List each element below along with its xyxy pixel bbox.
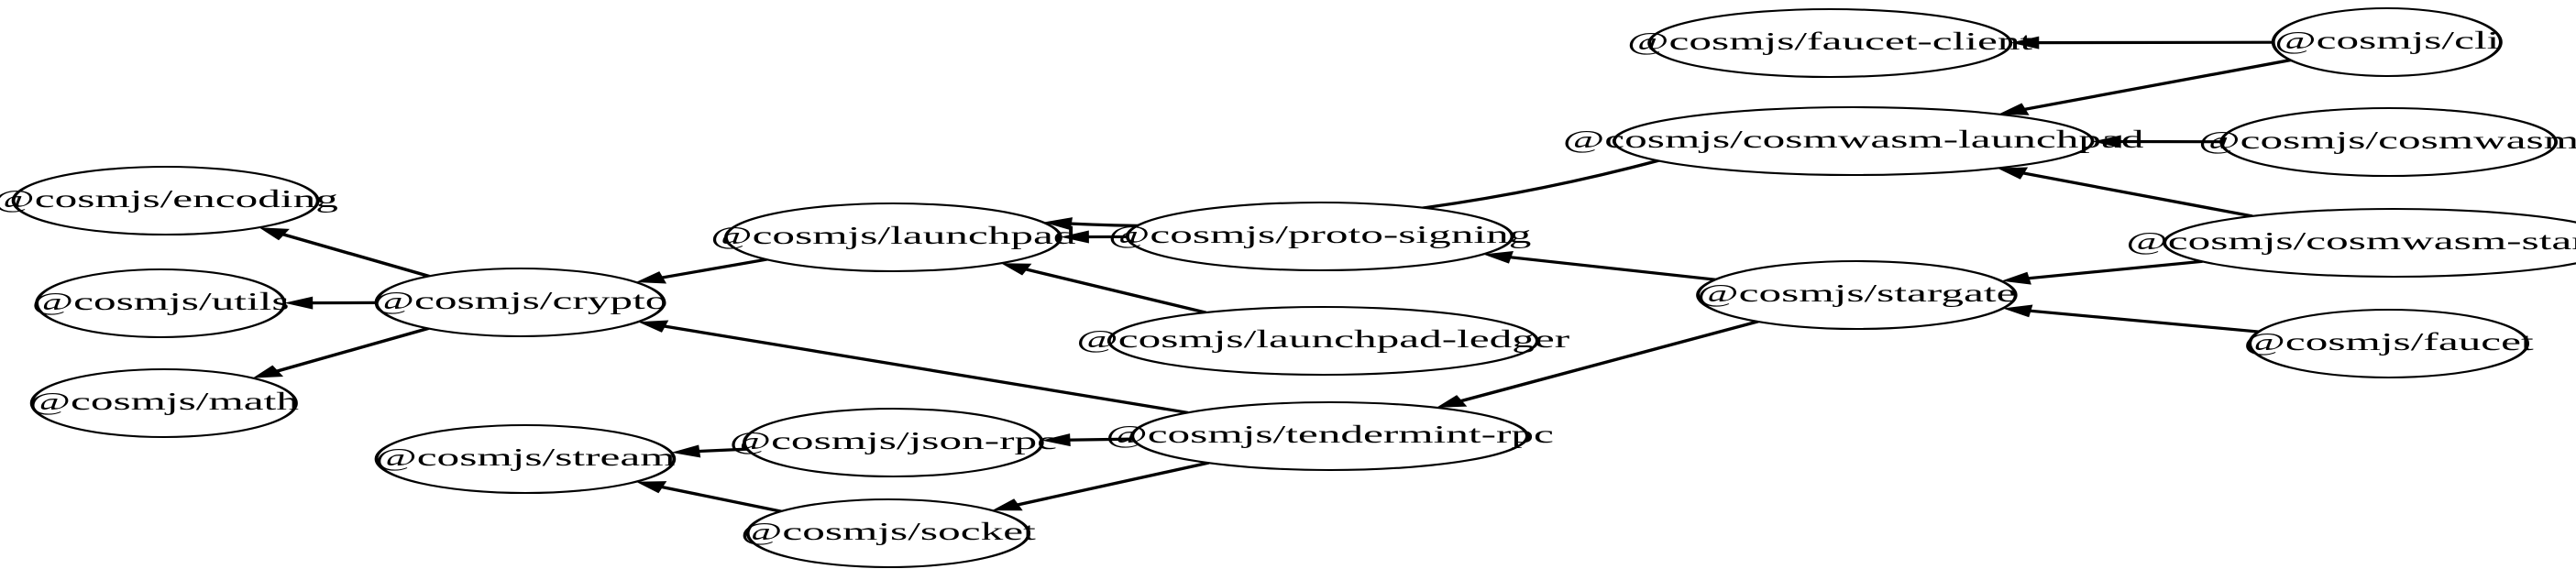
- graph-node-socket[interactable]: @cosmjs/socket: [741, 498, 1036, 569]
- node-label-stargate: @cosmjs/stargate: [1697, 279, 2016, 307]
- edge-tendermint-rpc-to-json-rpc: [1041, 433, 1134, 447]
- edge-launchpad-ledger-to-launchpad: [1000, 263, 1207, 314]
- edge-stargate-to-tendermint-rpc: [1436, 320, 1759, 408]
- node-label-socket: @cosmjs/socket: [741, 518, 1036, 545]
- node-ellipse-launchpad[interactable]: [723, 202, 1062, 273]
- edge-cosmwasm-to-cosmwasm-launchpad: [2092, 135, 2222, 148]
- graph-node-tendermint-rpc[interactable]: @cosmjs/tendermint-rpc: [1106, 400, 1554, 472]
- node-ellipse-stargate[interactable]: [1696, 259, 2018, 331]
- edge-tendermint-rpc-to-socket: [992, 461, 1210, 511]
- node-ellipse-cosmwasm[interactable]: [2219, 106, 2559, 178]
- node-label-faucet: @cosmjs/faucet: [2244, 328, 2534, 356]
- node-ellipse-math[interactable]: [29, 367, 298, 439]
- graph-node-cosmwasm-stargate[interactable]: @cosmjs/cosmwasm-stargate: [2126, 207, 2576, 279]
- edge-stargate-to-proto-signing: [1483, 250, 1716, 281]
- graph-node-launchpad-ledger[interactable]: @cosmjs/launchpad-ledger: [1076, 305, 1569, 377]
- edge-json-rpc-to-stream: [671, 444, 748, 458]
- node-ellipse-tendermint-rpc[interactable]: [1130, 400, 1529, 472]
- edge-crypto-to-encoding: [259, 227, 431, 278]
- node-ellipse-stream[interactable]: [374, 423, 677, 495]
- graph-node-proto-signing[interactable]: @cosmjs/proto-signing: [1108, 201, 1531, 272]
- edge-proto-signing-to-launchpad: [1060, 230, 1128, 244]
- graph-node-cli[interactable]: @cosmjs/cli: [2271, 6, 2503, 78]
- graph-node-faucet[interactable]: @cosmjs/faucet: [2244, 308, 2534, 379]
- edge-crypto-to-utils: [284, 296, 377, 310]
- node-ellipse-faucet-client[interactable]: [1647, 7, 2013, 79]
- graph-node-json-rpc[interactable]: @cosmjs/json-rpc: [730, 407, 1057, 478]
- node-ellipse-utils[interactable]: [35, 268, 287, 339]
- node-ellipse-crypto[interactable]: [374, 267, 666, 338]
- node-label-cosmwasm-stargate: @cosmjs/cosmwasm-stargate: [2126, 227, 2576, 255]
- edge-crypto-to-math: [252, 327, 430, 378]
- node-label-json-rpc: @cosmjs/json-rpc: [730, 427, 1057, 454]
- edge-faucet-to-stargate: [2002, 304, 2260, 334]
- graph-node-encoding[interactable]: @cosmjs/encoding: [0, 165, 338, 236]
- node-label-cli: @cosmjs/cli: [2274, 27, 2499, 54]
- edge-launchpad-to-crypto: [635, 257, 767, 284]
- graph-node-utils[interactable]: @cosmjs/utils: [32, 268, 290, 339]
- graph-node-math[interactable]: @cosmjs/math: [29, 367, 300, 439]
- node-label-math: @cosmjs/math: [29, 388, 300, 415]
- graph-node-stargate[interactable]: @cosmjs/stargate: [1696, 259, 2018, 331]
- graph-node-crypto[interactable]: @cosmjs/crypto: [373, 267, 668, 338]
- node-ellipse-faucet[interactable]: [2248, 308, 2530, 379]
- edge-cosmwasm-stargate-to-cosmwasm-launchpad: [1997, 167, 2253, 218]
- graph-node-cosmwasm-launchpad[interactable]: @cosmjs/cosmwasm-launchpad: [1563, 105, 2144, 177]
- node-label-launchpad: @cosmjs/launchpad: [710, 222, 1075, 249]
- graph-node-stream[interactable]: @cosmjs/stream: [374, 423, 677, 495]
- nodes-layer: @cosmjs/encoding @cosmjs/utils @cosmjs/mat…: [0, 6, 2576, 569]
- node-label-faucet-client: @cosmjs/faucet-client: [1627, 27, 2032, 55]
- node-ellipse-proto-signing[interactable]: [1125, 201, 1514, 272]
- node-ellipse-encoding[interactable]: [11, 165, 320, 236]
- node-label-crypto: @cosmjs/crypto: [373, 287, 668, 314]
- node-label-encoding: @cosmjs/encoding: [0, 185, 338, 213]
- node-ellipse-launchpad-ledger[interactable]: [1106, 305, 1539, 377]
- node-ellipse-cli[interactable]: [2271, 6, 2503, 78]
- edge-cli-to-cosmwasm-launchpad: [1998, 59, 2292, 115]
- node-label-stream: @cosmjs/stream: [375, 443, 675, 471]
- node-label-utils: @cosmjs/utils: [32, 288, 290, 315]
- edge-socket-to-stream: [635, 481, 782, 513]
- node-label-cosmwasm-launchpad: @cosmjs/cosmwasm-launchpad: [1563, 126, 2144, 153]
- node-label-proto-signing: @cosmjs/proto-signing: [1108, 221, 1531, 248]
- node-label-cosmwasm: @cosmjs/cosmwasm: [2198, 126, 2576, 154]
- graph-node-launchpad[interactable]: @cosmjs/launchpad: [710, 202, 1076, 273]
- node-ellipse-json-rpc[interactable]: [743, 407, 1044, 478]
- node-label-tendermint-rpc: @cosmjs/tendermint-rpc: [1106, 421, 1554, 448]
- node-label-launchpad-ledger: @cosmjs/launchpad-ledger: [1076, 325, 1569, 353]
- graph-node-cosmwasm[interactable]: @cosmjs/cosmwasm: [2198, 106, 2576, 178]
- edge-tendermint-rpc-to-crypto: [637, 320, 1189, 414]
- edge-cli-to-faucet-client: [2010, 36, 2273, 49]
- node-ellipse-cosmwasm-launchpad[interactable]: [1612, 105, 2095, 177]
- node-ellipse-cosmwasm-stargate[interactable]: [2163, 207, 2576, 279]
- graph-node-faucet-client[interactable]: @cosmjs/faucet-client: [1627, 7, 2032, 79]
- node-ellipse-socket[interactable]: [745, 498, 1031, 569]
- edge-cosmwasm-stargate-to-stargate: [2001, 259, 2203, 285]
